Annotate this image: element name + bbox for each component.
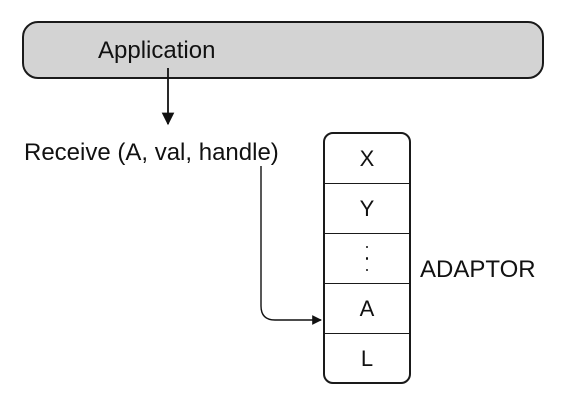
adaptor-slot-a: A <box>325 284 409 334</box>
adaptor-label: ADAPTOR <box>420 256 536 283</box>
adaptor-slot-x: X <box>325 134 409 184</box>
application-layer <box>22 21 544 79</box>
ellipsis-dot <box>365 257 369 260</box>
receive-to-slot-a-arrow <box>260 166 322 325</box>
adaptor-slot-l: L <box>325 334 409 382</box>
adaptor-slot-ellipsis <box>325 234 409 284</box>
receive-call-label: Receive (A, val, handle) <box>24 139 279 166</box>
application-label: Application <box>98 37 216 64</box>
adaptor-slot-x-label: X <box>359 145 375 171</box>
adaptor-slot-y-label: Y <box>359 195 375 221</box>
adaptor-slot-l-label: L <box>360 346 374 371</box>
ellipsis-dot <box>365 268 369 272</box>
adaptor-slot-a-label: A <box>359 295 375 321</box>
ellipsis-dot <box>365 245 369 249</box>
adaptor-stack: X Y A L <box>323 132 411 384</box>
adaptor-slot-y: Y <box>325 184 409 234</box>
